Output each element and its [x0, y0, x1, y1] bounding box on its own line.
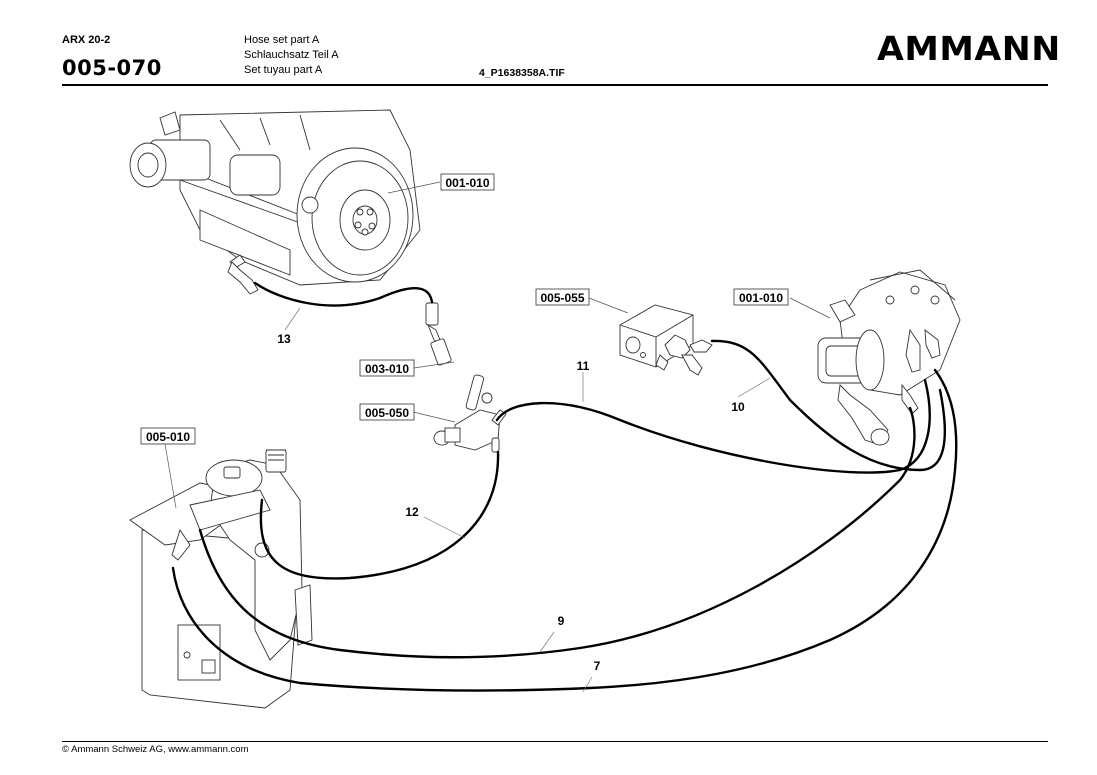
- hose-number-12[interactable]: 12: [405, 505, 419, 519]
- image-filename: 4_P1638358A.TIF: [479, 67, 565, 79]
- hose-11: [495, 378, 931, 474]
- ammann-logo: AMMANN: [877, 29, 1061, 68]
- leader-line: [413, 361, 455, 369]
- callout-fitting[interactable]: 003-010: [359, 359, 415, 377]
- callout-hydraulic-tank[interactable]: 005-010: [140, 427, 196, 445]
- machine-model: ARX 20-2: [62, 34, 111, 46]
- fitting-illustration: [425, 302, 452, 366]
- leader-line: [412, 411, 456, 423]
- hydraulic-tank-illustration: [129, 449, 313, 709]
- hydraulic-pump-illustration: [817, 269, 961, 446]
- hose-9: [198, 406, 916, 659]
- hose-13: [253, 281, 434, 307]
- valve-manifold-illustration: [433, 374, 507, 453]
- title-french: Set tuyau part A: [244, 64, 323, 76]
- callout-valve-block[interactable]: 005-055: [535, 288, 590, 306]
- copyright-text: © Ammann Schweiz AG, www.ammann.com: [62, 744, 249, 755]
- title-german: Schlauchsatz Teil A: [244, 49, 339, 61]
- callout-label: 005-050: [365, 406, 409, 420]
- callout-engine[interactable]: 001-010: [440, 173, 495, 191]
- leader-line: [588, 297, 629, 314]
- callout-label: 001-010: [445, 176, 489, 190]
- footer-divider: [62, 741, 1048, 742]
- callout-hydraulic-pump[interactable]: 001-010: [733, 288, 789, 306]
- callout-label: 001-010: [739, 291, 783, 305]
- callout-label: 005-055: [540, 291, 584, 305]
- hose-number-10[interactable]: 10: [731, 400, 745, 414]
- valve-block-illustration: [619, 304, 713, 376]
- leader-line: [789, 297, 831, 319]
- engine-illustration: [129, 109, 421, 295]
- leader-line: [387, 181, 441, 194]
- hose-7: [171, 368, 958, 692]
- hose-10: [710, 339, 946, 472]
- callout-label: 003-010: [365, 362, 409, 376]
- hose-number-7[interactable]: 7: [594, 659, 601, 673]
- hose-number-13[interactable]: 13: [277, 332, 291, 346]
- title-english: Hose set part A: [244, 34, 320, 46]
- hose-number-11[interactable]: 11: [577, 359, 590, 373]
- callout-label: 005-010: [146, 430, 190, 444]
- hose-12: [259, 450, 500, 580]
- leader-line: [164, 443, 177, 509]
- hose-leaders: [284, 307, 771, 693]
- callout-valve-manifold[interactable]: 005-050: [359, 403, 415, 421]
- hose-number-9[interactable]: 9: [558, 614, 565, 628]
- page-code: 005-070: [62, 56, 162, 80]
- header-divider: [62, 84, 1048, 86]
